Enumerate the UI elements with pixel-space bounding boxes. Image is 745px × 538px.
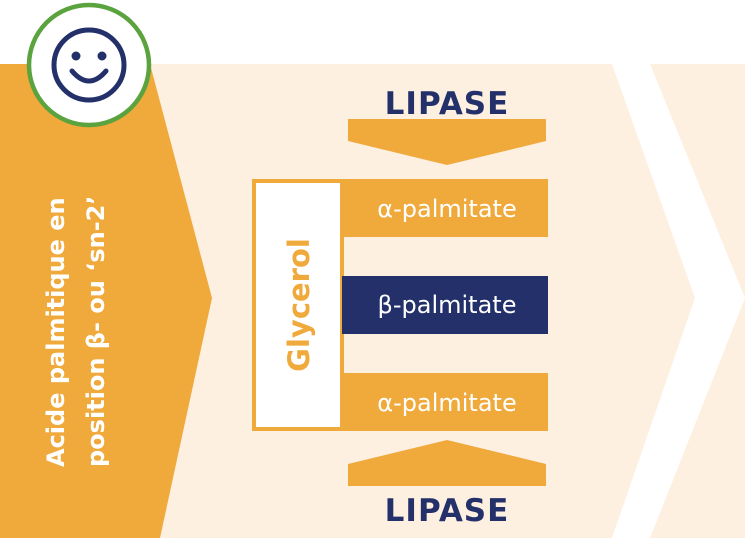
glycerol-label: Glycerol: [282, 238, 316, 372]
chain-beta-bar: [342, 276, 548, 334]
chain-alpha-top: α-palmitate: [342, 179, 548, 237]
lipase-bottom-arrow: [348, 440, 546, 486]
chain-beta-label: β-palmitate: [378, 291, 517, 319]
right-chevron: [612, 64, 745, 538]
lipase-bottom-label: LIPASE: [385, 493, 510, 529]
badge-ring: [26, 2, 152, 128]
chain-alpha-bottom-bar: [342, 373, 548, 431]
badge-background: [28, 4, 150, 126]
chain-beta: β-palmitate: [342, 276, 548, 334]
chain-alpha-bottom-label: α-palmitate: [377, 389, 516, 417]
chain-alpha-top-bar: [342, 179, 548, 237]
side-label-group: Acide palmitique en position β- ou ‘sn-2…: [42, 196, 110, 468]
smiley-icon: [51, 27, 127, 103]
side-label-line-2: position β- ou ‘sn-2’: [82, 196, 110, 468]
lipase-top-label: LIPASE: [385, 86, 510, 122]
chain-alpha-bottom: α-palmitate: [342, 373, 548, 431]
chain-alpha-top-label: α-palmitate: [377, 195, 516, 223]
side-label-line-1: Acide palmitique en: [42, 197, 70, 467]
smiley-badge: [26, 2, 152, 128]
side-arrow: [0, 64, 212, 538]
lipase-top-arrow: [348, 119, 546, 165]
